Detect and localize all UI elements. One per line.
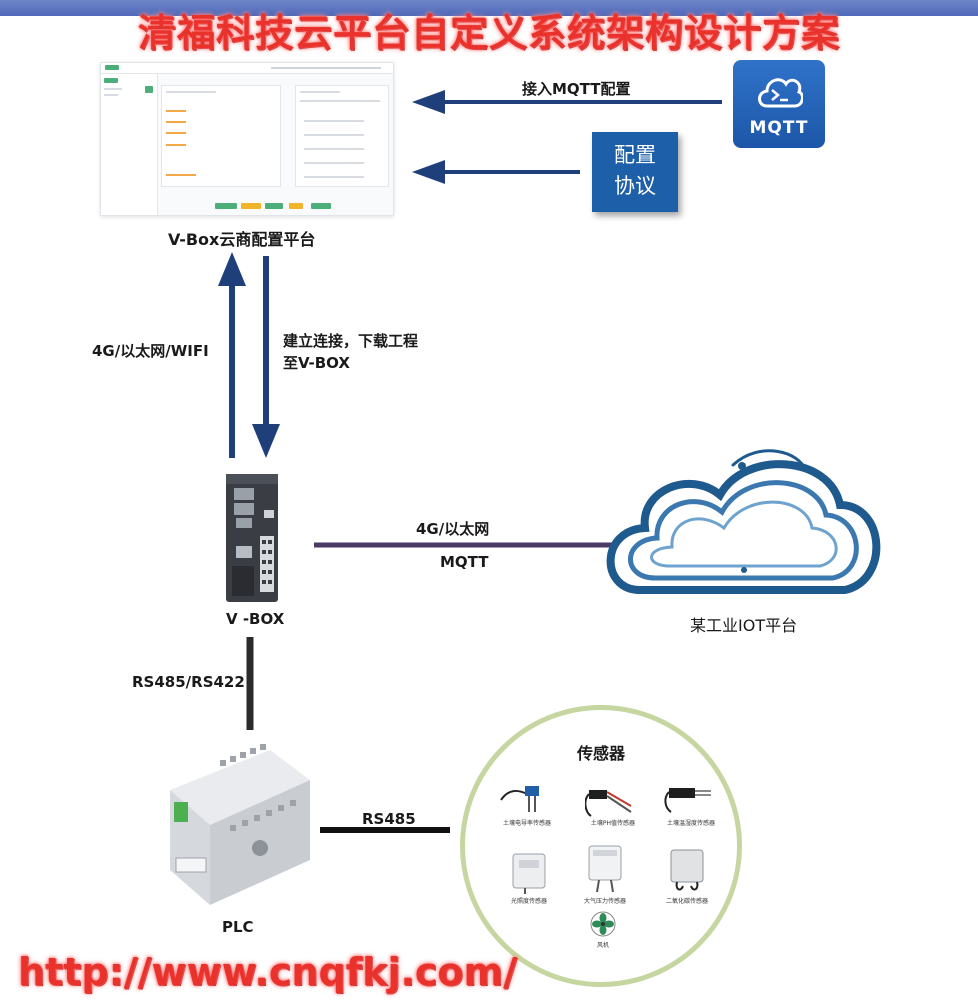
protocol-config-line1: 配置 (614, 143, 656, 167)
protocol-config-box: 配置 协议 (592, 132, 678, 212)
platform-detail-panel (295, 85, 389, 187)
platform-field (304, 176, 364, 178)
platform-action-button (265, 203, 283, 209)
plc-device-icon (170, 744, 310, 905)
mqtt-config-label: 接入MQTT配置 (522, 80, 631, 98)
platform-action-button (241, 203, 261, 209)
sensor-link-label: RS485 (362, 810, 416, 828)
sensor-caption: 二氧化碳传感器 (665, 898, 708, 905)
vbox-device-icon (226, 474, 278, 602)
platform-action-button (311, 203, 331, 209)
platform-sidebar (101, 74, 158, 215)
mqtt-config-arrowhead (412, 90, 445, 114)
sensor-group-circle: 传感器 土壤电导率传感器 土壤PH值传感器 土壤温湿度传感器 光照度传感器 大气… (460, 705, 742, 987)
sensor-caption: 大气压力传感器 (583, 898, 626, 905)
platform-screenshot (100, 62, 394, 216)
platform-field (304, 134, 364, 136)
mqtt-logo: MQTT (733, 60, 825, 148)
platform-logo (105, 65, 119, 70)
light-sensor-icon (512, 853, 546, 894)
sensor-caption: 土壤PH值传感器 (590, 820, 636, 827)
platform-field (304, 148, 364, 150)
uplink-arrowhead (218, 252, 246, 286)
downlink-label-line1: 建立连接，下载工程 (283, 332, 419, 350)
platform-header-bar (101, 63, 393, 74)
downlink-arrowhead (252, 424, 280, 458)
platform-list-item (166, 110, 186, 112)
terminal-prompt-cloud-icon (758, 78, 803, 108)
platform-nav (271, 67, 381, 69)
plc-link-label: RS485/RS422 (132, 673, 245, 691)
uplink-label: 4G/以太网/WIFI (92, 342, 209, 360)
soil-temp-humidity-sensor-icon (664, 788, 711, 813)
platform-label: V-Box云商配置平台 (168, 230, 316, 249)
sensor-caption: 风机 (596, 942, 609, 949)
platform-list-panel (161, 85, 281, 187)
air-pressure-sensor-icon (588, 845, 622, 893)
platform-list-item (166, 132, 186, 134)
platform-tree-item (104, 94, 118, 96)
protocol-config-line2: 协议 (614, 174, 656, 198)
cloud-link-label-top: 4G/以太网 (416, 520, 490, 538)
platform-tree-item (104, 88, 122, 90)
platform-detail-desc (300, 100, 380, 102)
footer-url: http://www.cnqfkj.com/ (18, 950, 518, 994)
iot-cloud-icon (606, 449, 881, 594)
mqtt-logo-text: MQTT (749, 118, 809, 138)
platform-list-item (166, 144, 186, 146)
platform-add-button (104, 78, 118, 83)
platform-list-header (166, 91, 216, 93)
plc-label: PLC (222, 918, 254, 936)
platform-detail-header (300, 91, 340, 93)
top-banner-bar (0, 0, 978, 16)
platform-list-item (166, 121, 186, 123)
page-title: 清福科技云平台自定义系统架构设计方案 (137, 11, 840, 55)
cloud-link-label-bottom: MQTT (440, 553, 489, 571)
downlink-label-line2: 至V-BOX (283, 354, 350, 372)
platform-list-footer (166, 174, 196, 176)
co2-sensor-icon (670, 849, 704, 891)
platform-plus-icon (145, 86, 153, 93)
iot-platform-label: 某工业IOT平台 (690, 616, 798, 635)
soil-ph-sensor-icon (585, 790, 632, 817)
soil-conductivity-sensor-icon (500, 786, 539, 812)
platform-action-button (215, 203, 237, 209)
platform-action-button (289, 203, 303, 209)
platform-field (304, 162, 364, 164)
sensor-caption: 光照度传感器 (510, 898, 547, 905)
sensor-caption: 土壤电导率传感器 (502, 820, 551, 827)
protocol-arrowhead (412, 160, 445, 184)
fan-icon (590, 911, 616, 937)
sensor-group-title: 传感器 (576, 744, 625, 763)
vbox-label: V -BOX (226, 610, 285, 628)
sensor-caption: 土壤温湿度传感器 (666, 820, 715, 827)
platform-field (304, 120, 364, 122)
